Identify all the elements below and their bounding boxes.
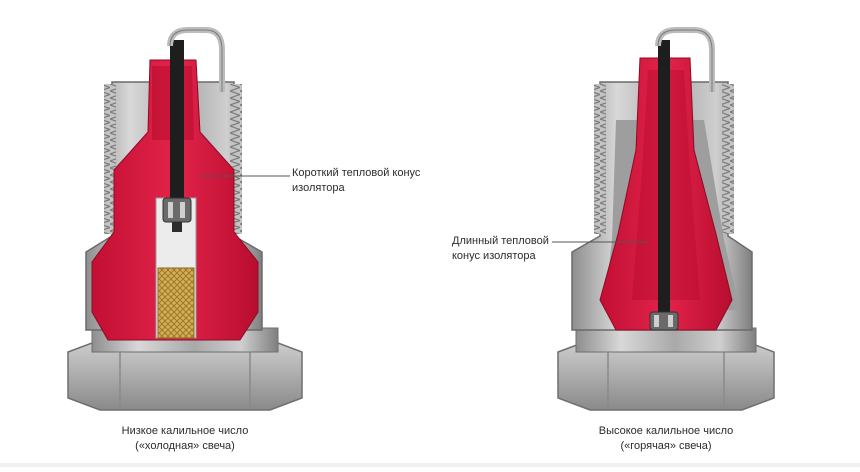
right-center-electrode	[658, 40, 670, 314]
left-threads-left	[104, 84, 116, 234]
right-callout-label: Длинный тепловой конус изолятора	[452, 234, 549, 264]
right-callout-line2: конус изолятора	[452, 250, 536, 262]
left-center-electrode	[170, 40, 184, 198]
right-collar	[575, 327, 757, 353]
left-caption: Низкое калильное число («холодная» свеча…	[75, 424, 295, 454]
right-spark-plug	[552, 27, 775, 411]
left-callout-label: Короткий тепловой конус изолятора	[292, 166, 420, 196]
right-caption-line1: Высокое калильное число	[598, 425, 734, 437]
left-spark-plug	[67, 27, 303, 411]
right-threads-right	[722, 84, 734, 234]
right-caption-line2: («горячая» свеча)	[620, 440, 712, 452]
left-callout-line2: изолятора	[292, 182, 345, 194]
left-callout-line1: Короткий тепловой конус	[292, 167, 421, 179]
right-threads-left	[594, 84, 606, 234]
left-caption-line2: («холодная» свеча)	[135, 440, 235, 452]
right-caption: Высокое калильное число («горячая» свеча…	[556, 424, 776, 454]
left-gold-terminal	[157, 267, 195, 339]
right-callout-line1: Длинный тепловой	[452, 235, 549, 247]
left-caption-line1: Низкое калильное число	[121, 425, 249, 437]
bottom-strip	[0, 463, 860, 467]
